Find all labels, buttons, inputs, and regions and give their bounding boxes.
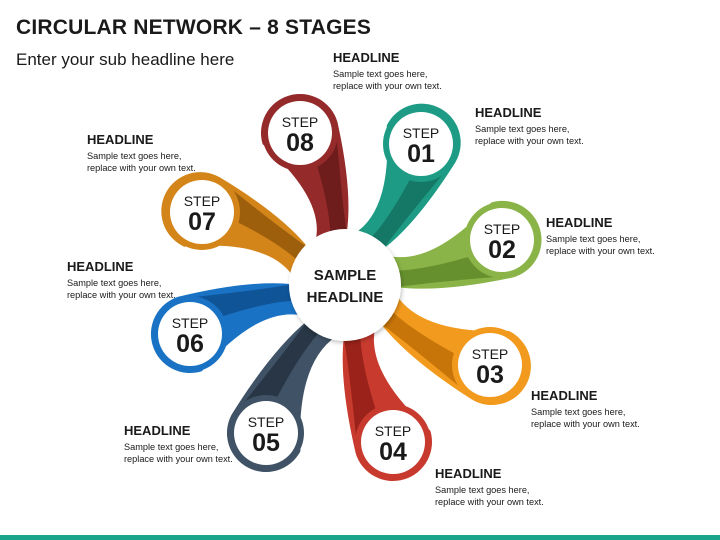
page-title: CIRCULAR NETWORK – 8 STAGES	[16, 16, 372, 39]
step-05-body: Sample text goes here, replace with your…	[124, 442, 233, 464]
center-headline-line1: SAMPLE	[314, 267, 377, 284]
step-08-body: Sample text goes here, replace with your…	[333, 69, 442, 91]
step-06-number: 06	[176, 330, 204, 358]
step-03-body: Sample text goes here, replace with your…	[531, 407, 640, 429]
center-circle-group: SAMPLE HEADLINE	[289, 229, 401, 341]
step-01-number: 01	[407, 140, 435, 168]
step-08-number: 08	[286, 129, 314, 157]
step-02-body: Sample text goes here, replace with your…	[546, 234, 655, 256]
step-04-body: Sample text goes here, replace with your…	[435, 485, 544, 507]
step-02-disc	[470, 208, 534, 272]
step-circles-layer: STEP01STEP02STEP03STEP04STEP05STEP06STEP…	[152, 95, 540, 480]
step-06-body: Sample text goes here, replace with your…	[67, 278, 176, 300]
step-03-label: STEP	[472, 346, 509, 362]
step-08-headline: HEADLINE	[333, 50, 400, 65]
step-02-headline: HEADLINE	[546, 215, 613, 230]
step-07-disc	[170, 180, 234, 244]
step-01-disc	[389, 112, 453, 176]
step-06-disc	[158, 302, 222, 366]
page-subtitle: Enter your sub headline here	[16, 50, 235, 69]
step-02-number: 02	[488, 236, 516, 264]
step-08-text: HEADLINE Sample text goes here, replace …	[333, 50, 443, 92]
step-02-text: HEADLINE Sample text goes here, replace …	[546, 215, 656, 257]
step-05-label: STEP	[248, 414, 285, 430]
center-headline-line2: HEADLINE	[307, 289, 384, 306]
bottom-accent-bar	[0, 535, 720, 540]
step-05-headline: HEADLINE	[124, 423, 191, 438]
step-04-label: STEP	[375, 423, 412, 439]
step-04-text: HEADLINE Sample text goes here, replace …	[435, 466, 545, 508]
step-07-headline: HEADLINE	[87, 132, 154, 147]
step-03-text: HEADLINE Sample text goes here, replace …	[531, 388, 641, 430]
step-08-label: STEP	[282, 114, 319, 130]
step-03-number: 03	[476, 361, 504, 389]
step-06-label: STEP	[172, 315, 209, 331]
step-07-text: HEADLINE Sample text goes here, replace …	[87, 132, 197, 174]
center-circle	[289, 229, 401, 341]
step-01-body: Sample text goes here, replace with your…	[475, 124, 584, 146]
step-01-headline: HEADLINE	[475, 105, 542, 120]
step-04-disc	[361, 410, 425, 474]
step-06-headline: HEADLINE	[67, 259, 134, 274]
step-03-headline: HEADLINE	[531, 388, 598, 403]
step-07-number: 07	[188, 208, 216, 236]
step-06-text: HEADLINE Sample text goes here, replace …	[67, 259, 177, 301]
step-08-disc	[268, 101, 332, 165]
step-07-label: STEP	[184, 193, 221, 209]
step-05-disc	[234, 401, 298, 465]
step-07-body: Sample text goes here, replace with your…	[87, 151, 196, 173]
step-03-disc	[458, 333, 522, 397]
step-01-text: HEADLINE Sample text goes here, replace …	[475, 105, 585, 147]
step-04-number: 04	[379, 438, 407, 466]
step-02-label: STEP	[484, 221, 521, 237]
step-05-number: 05	[252, 429, 280, 457]
step-04-headline: HEADLINE	[435, 466, 502, 481]
step-05-text: HEADLINE Sample text goes here, replace …	[124, 423, 234, 465]
step-01-label: STEP	[403, 125, 440, 141]
